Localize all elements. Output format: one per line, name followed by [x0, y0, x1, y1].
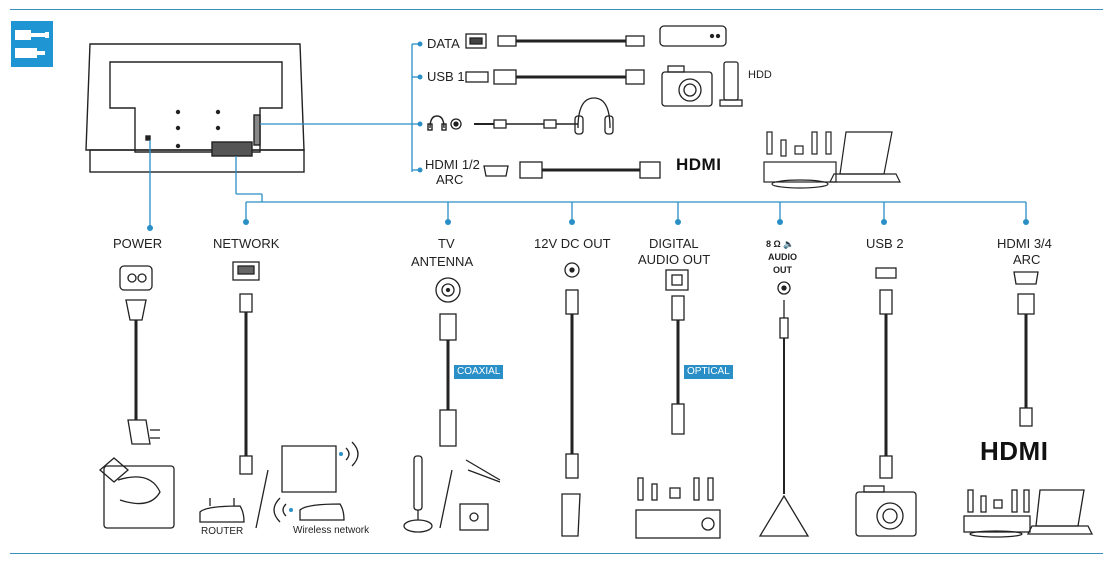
- port-label-audio-out-line3: OUT: [773, 265, 792, 275]
- cable-tag-coaxial: COAXIAL: [454, 365, 504, 379]
- device-label-hdd: HDD: [748, 69, 772, 81]
- headphone-port-icon: [427, 115, 447, 131]
- device-label-wireless: Wireless network: [293, 525, 370, 536]
- hdmi-logo-large: HDMI: [980, 436, 1049, 466]
- dc-cable: [561, 262, 581, 537]
- port-label-hdmi34-line2: ARC: [1013, 252, 1041, 267]
- power-cable: [99, 265, 175, 529]
- usb2-cable: [855, 267, 917, 537]
- cable-tag-optical: OPTICAL: [684, 365, 733, 379]
- network-cable: [199, 261, 359, 529]
- port-label-audio-out-line2: AUDIO: [768, 252, 797, 262]
- optical-cable: [635, 269, 721, 539]
- port-label-digital-audio-line1: DIGITAL: [649, 236, 699, 251]
- port-label-hdmi34-line1: HDMI 3/4: [997, 236, 1052, 251]
- port-label-audio-out-line1: 8 Ω 🔈: [766, 239, 795, 249]
- hdmi-logo-small: HDMI: [676, 155, 722, 174]
- connection-icon: [11, 21, 53, 67]
- top-cables: [450, 25, 743, 179]
- port-label-hdmi12-line1: HDMI 1/2: [425, 157, 480, 172]
- top-home-theater: [763, 131, 901, 189]
- top-rule: [10, 9, 1103, 10]
- port-label-tv-antenna-line1: TV: [438, 236, 455, 251]
- audio-out-cable: [758, 281, 810, 537]
- hdmi34-cable: [963, 271, 1094, 538]
- port-label-usb2: USB 2: [866, 236, 904, 251]
- tv-back-illustration: [85, 43, 305, 173]
- port-label-dc-out: 12V DC OUT: [534, 236, 611, 251]
- device-label-router: ROUTER: [201, 526, 244, 537]
- port-label-data: DATA: [427, 36, 460, 51]
- port-label-digital-audio-line2: AUDIO OUT: [638, 252, 711, 267]
- port-label-network: NETWORK: [213, 236, 280, 251]
- port-label-hdmi12-line2: ARC: [436, 172, 464, 187]
- bottom-rule: [10, 553, 1103, 554]
- antenna-cable: [403, 277, 501, 533]
- wireless-dots: [289, 452, 343, 512]
- port-label-tv-antenna-line2: ANTENNA: [411, 254, 474, 269]
- port-label-usb1: USB 1: [427, 69, 465, 84]
- connection-dots: [147, 41, 1029, 231]
- port-label-power: POWER: [113, 236, 163, 251]
